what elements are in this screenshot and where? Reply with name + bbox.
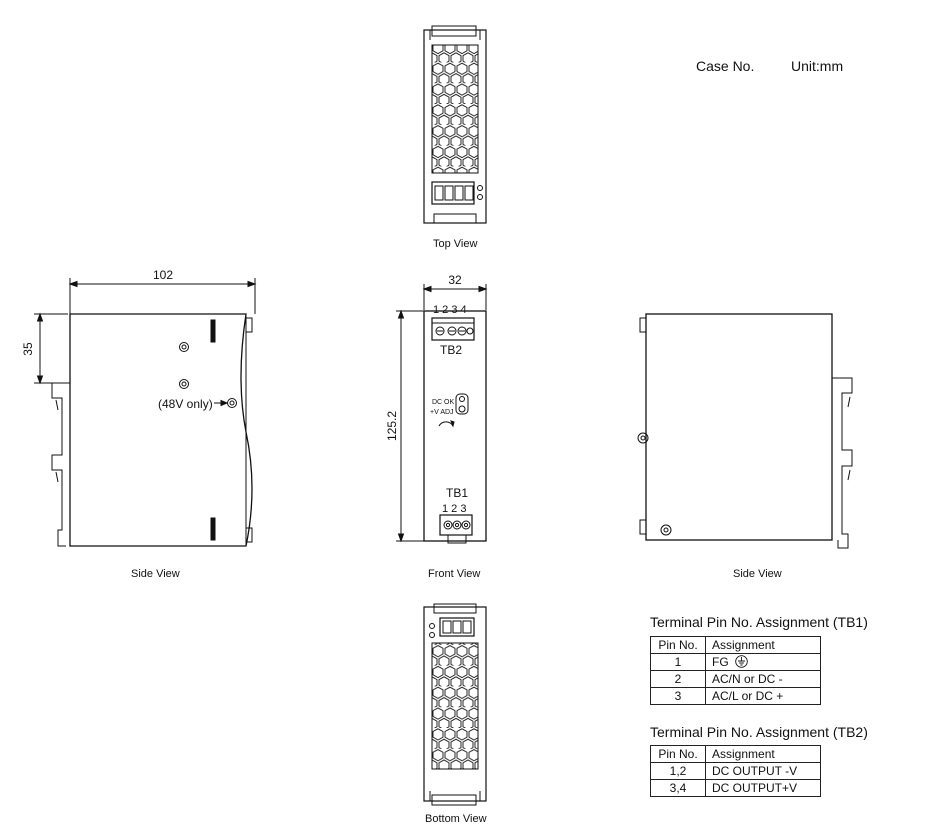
col-pin-no: Pin No. <box>650 636 706 654</box>
col-assignment: Assignment <box>705 636 821 654</box>
table-header-row: Pin No. Assignment <box>650 636 821 654</box>
table-row: 1 FG <box>650 653 821 671</box>
tb2-label: TB2 <box>440 343 462 357</box>
caption-bottom-view: Bottom View <box>425 813 487 825</box>
tb1-pin-numbers: 1 2 3 <box>442 503 466 515</box>
pin-number: 3,4 <box>650 779 706 797</box>
dim-width-102: 102 <box>153 268 173 282</box>
pin-number: 1 <box>650 653 706 671</box>
case-no-label: Case No. <box>696 58 755 74</box>
pin-assignment: DC OUTPUT+V <box>705 779 821 797</box>
table-row: 1,2 DC OUTPUT -V <box>650 762 821 780</box>
side-view-right <box>637 313 853 549</box>
assignment-text: FG <box>712 655 729 669</box>
table-row: 2 AC/N or DC - <box>650 670 821 688</box>
caption-top-view: Top View <box>433 238 478 250</box>
table-header-row: Pin No. Assignment <box>650 745 821 763</box>
tb2-table-title: Terminal Pin No. Assignment (TB2) <box>650 724 868 740</box>
tb1-table-title: Terminal Pin No. Assignment (TB1) <box>650 614 868 630</box>
pin-number: 1,2 <box>650 762 706 780</box>
pin-number: 3 <box>650 687 706 705</box>
pin-number: 2 <box>650 670 706 688</box>
dim-height-125-2: 125.2 <box>385 411 399 441</box>
col-assignment: Assignment <box>705 745 821 763</box>
front-view <box>396 284 488 544</box>
caption-side-view-left: Side View <box>131 568 180 580</box>
tb1-pin-table: Pin No. Assignment 1 FG 2 AC/N or DC - 3… <box>650 636 821 705</box>
side-view-left <box>34 278 257 547</box>
pin-assignment: AC/N or DC - <box>705 670 821 688</box>
table-row: 3,4 DC OUTPUT+V <box>650 779 821 797</box>
bottom-view <box>423 603 487 806</box>
ground-icon <box>735 655 748 668</box>
pin-assignment: DC OUTPUT -V <box>705 762 821 780</box>
top-view <box>423 25 487 224</box>
tb2-pin-numbers: 1 2 3 4 <box>433 304 467 316</box>
unit-label: Unit:mm <box>791 58 844 74</box>
caption-front-view: Front View <box>428 568 481 580</box>
tb1-label: TB1 <box>446 486 468 500</box>
v-adj-label: +V ADJ <box>430 409 454 416</box>
col-pin-no: Pin No. <box>650 745 706 763</box>
caption-side-view-right: Side View <box>733 568 782 580</box>
table-row: 3 AC/L or DC + <box>650 687 821 705</box>
pin-assignment: AC/L or DC + <box>705 687 821 705</box>
pin-assignment: FG <box>705 653 821 671</box>
callout-48v-only: (48V only) <box>158 397 213 411</box>
dc-ok-label: DC OK <box>432 399 455 406</box>
dim-height-35: 35 <box>21 342 35 356</box>
dim-depth-32: 32 <box>448 273 462 287</box>
tb2-pin-table: Pin No. Assignment 1,2 DC OUTPUT -V 3,4 … <box>650 745 821 797</box>
